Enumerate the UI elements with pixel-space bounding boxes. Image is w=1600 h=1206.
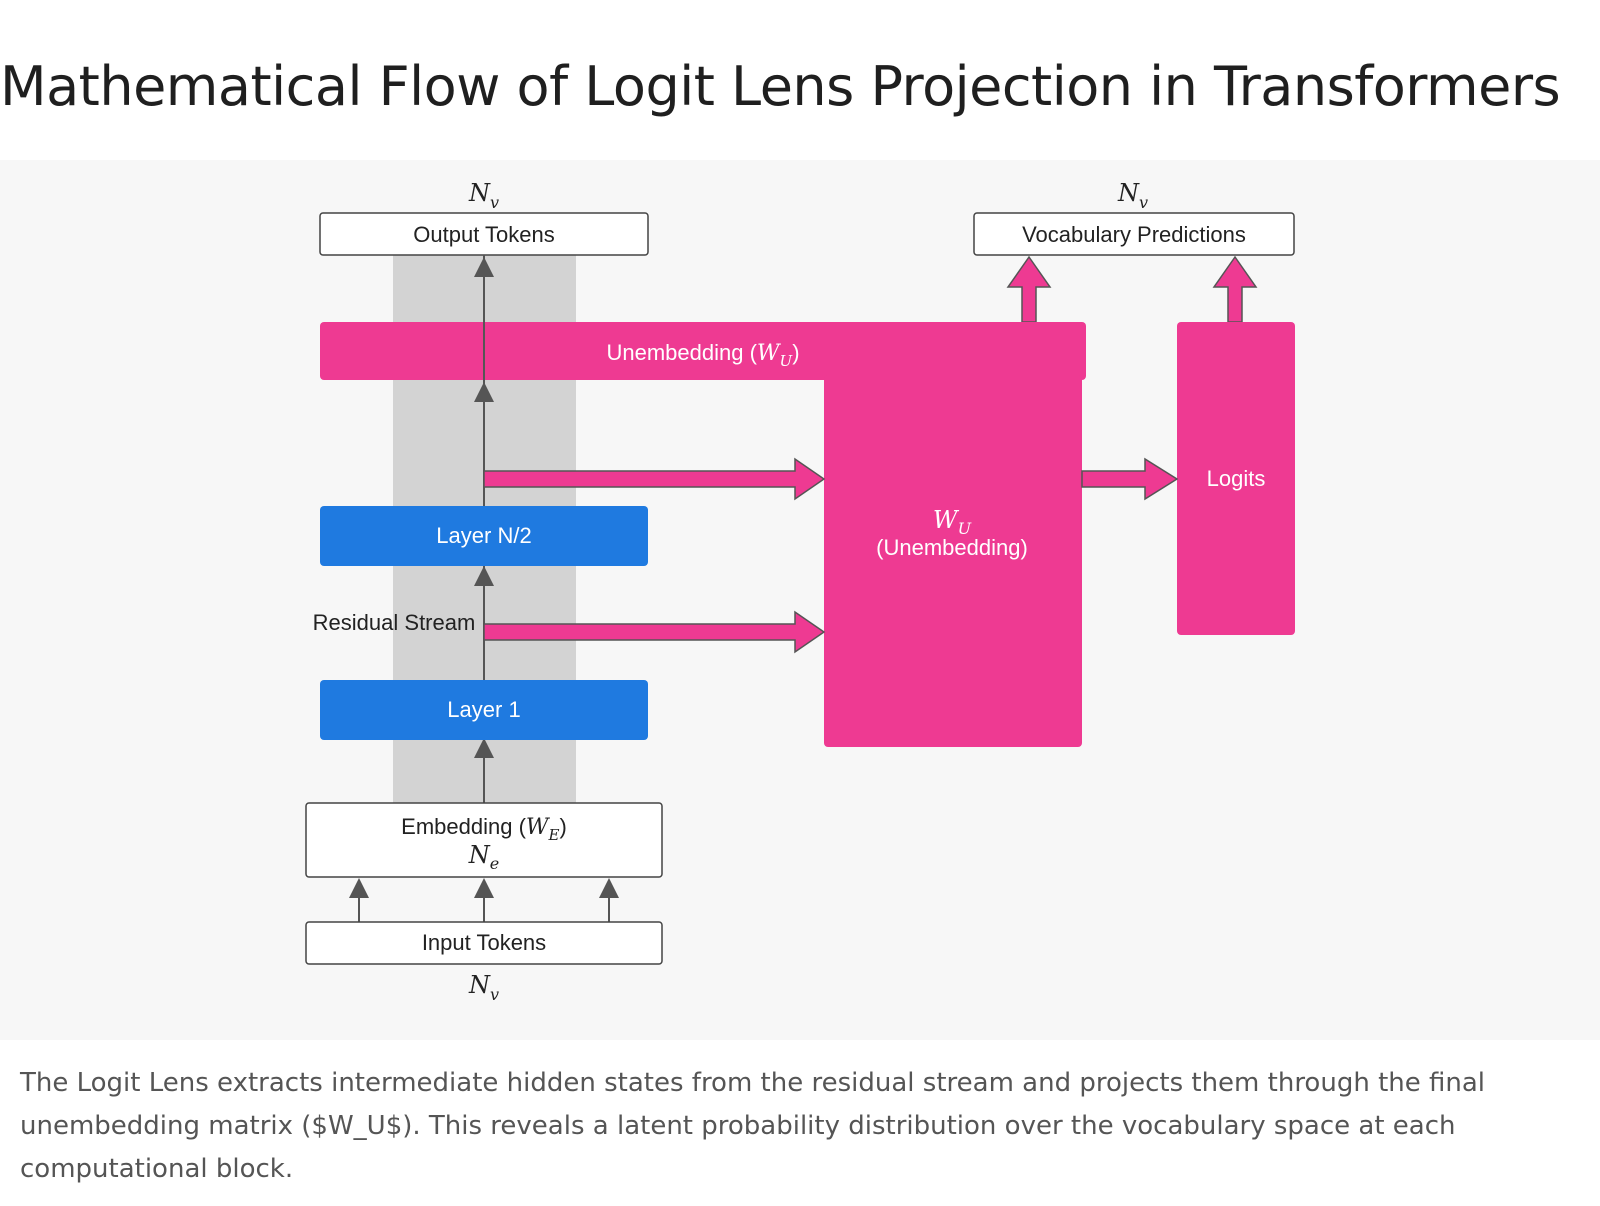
embedding-box xyxy=(305,802,663,878)
arrow-to-output-tokens xyxy=(474,257,494,277)
logits-to-vocab-arrow xyxy=(1212,255,1258,323)
vocab-predictions-label: Vocabulary Predictions xyxy=(1022,222,1246,247)
vocab-predictions-box xyxy=(973,212,1295,256)
unembed-to-vocab-arrow xyxy=(1006,255,1052,323)
unembedding-bar xyxy=(320,322,1086,380)
layer-n2-block xyxy=(320,506,648,566)
arrow-to-layer-n2 xyxy=(474,566,494,586)
input-arrow-right-head xyxy=(599,878,619,898)
layer-1-label: Layer 1 xyxy=(447,697,520,722)
logits-block xyxy=(1177,322,1295,635)
input-arrow-left-head xyxy=(349,878,369,898)
logit-lens-diagram: Nv Nv Output Tokens Vocabulary Predictio… xyxy=(305,179,1295,1004)
input-tokens-box xyxy=(305,921,663,965)
embedding-label: Embedding (WE) xyxy=(401,814,567,844)
page-title: Mathematical Flow of Logit Lens Projecti… xyxy=(0,55,1561,118)
input-dim-label: Nv xyxy=(468,971,499,1004)
output-dim-label: Nv xyxy=(468,179,499,212)
vocab-dim-label: Nv xyxy=(1117,179,1148,212)
arrow-embed-to-layer1 xyxy=(474,738,494,758)
embedding-dim-label: Ne xyxy=(468,841,499,873)
layer-n2-label: Layer N/2 xyxy=(436,523,531,548)
input-tokens-label: Input Tokens xyxy=(422,930,546,955)
input-arrow-center-head xyxy=(474,878,494,898)
wu-block-label: (Unembedding) xyxy=(876,535,1028,560)
output-tokens-label: Output Tokens xyxy=(413,222,554,247)
figure-caption: The Logit Lens extracts intermediate hid… xyxy=(20,1068,1486,1184)
arrow-to-unembedding xyxy=(474,382,494,402)
wu-to-logits-arrow xyxy=(1081,457,1179,501)
unembedding-bar-label: Unembedding (WU) xyxy=(606,340,799,370)
logits-label: Logits xyxy=(1207,466,1266,491)
wu-block-math: WU xyxy=(933,506,972,538)
stream-to-wu-arrow-lower xyxy=(483,610,826,654)
layer-1-block xyxy=(320,680,648,740)
diagram-figure: Nv Nv Output Tokens Vocabulary Predictio… xyxy=(0,160,1600,1040)
stream-to-wu-arrow-upper xyxy=(483,457,826,501)
wu-block xyxy=(824,375,1082,747)
residual-stream-label: Residual Stream xyxy=(313,610,476,635)
